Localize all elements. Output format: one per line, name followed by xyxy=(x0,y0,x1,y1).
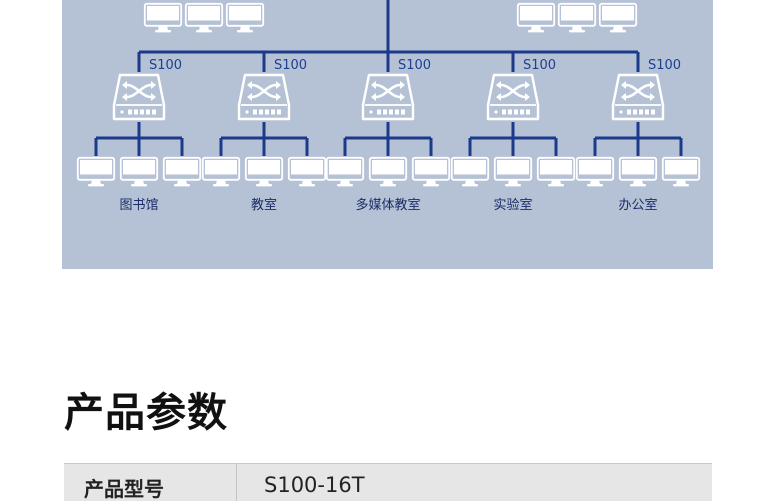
param-row-model: 产品型号 S100-16T xyxy=(64,463,712,501)
top-right-monitor-group xyxy=(516,2,638,34)
param-label: 产品型号 xyxy=(84,477,164,501)
switch-model-label: S100 xyxy=(398,58,431,73)
param-value: S100-16T xyxy=(264,473,365,497)
param-divider xyxy=(236,464,237,501)
switch-model-label: S100 xyxy=(274,58,307,73)
switch-column-2: S100 教室 xyxy=(201,52,327,213)
switch-columns: S100 图书馆 S100 教室 S100 多媒体教室 S100 实验室 S100 办公室 xyxy=(76,52,701,213)
switch-model-label: S100 xyxy=(523,58,556,73)
place-label: 教室 xyxy=(251,197,277,213)
place-label: 多媒体教室 xyxy=(355,197,420,213)
switch-column-4: S100 实验室 xyxy=(450,52,576,213)
place-label: 实验室 xyxy=(493,197,532,213)
switch-column-1: S100 图书馆 xyxy=(76,52,202,213)
switch-column-3: S100 多媒体教室 xyxy=(325,52,451,213)
switch-column-5: S100 办公室 xyxy=(575,52,701,213)
switch-model-label: S100 xyxy=(648,58,681,73)
place-label: 办公室 xyxy=(618,197,657,213)
top-left-monitor-group xyxy=(143,2,265,34)
place-label: 图书馆 xyxy=(119,198,158,213)
section-title: 产品参数 xyxy=(64,390,228,436)
switch-model-label: S100 xyxy=(149,58,182,73)
